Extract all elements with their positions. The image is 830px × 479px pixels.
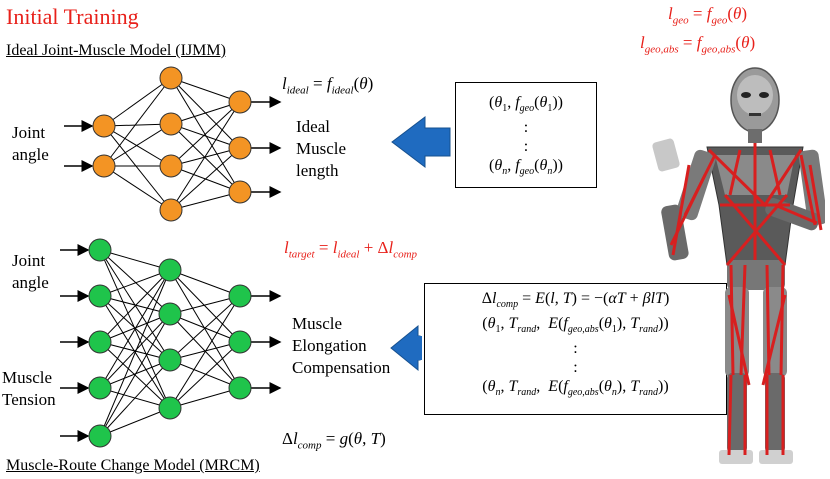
mrcm-connection [99,313,171,343]
ijmm-connection [103,125,172,211]
ijmm-node-layer-2 [159,154,183,178]
ijmm-equation: lideal = fideal(θ) [282,74,374,97]
ijmm-connection [170,123,241,193]
mrcm-node-layer-1 [88,424,112,448]
mrcm-node-layer-1 [88,376,112,400]
comp-box-formula: Δlcomp = E(l, T) = −(αT + βlT) [481,290,670,311]
mrcm-connection [99,249,171,271]
mrcm-connection [169,295,241,361]
ijmm-node-layer-1 [92,114,116,138]
mrcm-connection [169,295,241,409]
ijmm-connection [170,191,241,211]
mrcm-connection [99,313,171,437]
mrcm-connection [169,341,241,361]
ijmm-node-layer-3 [228,136,252,160]
ijmm-connection [103,123,172,167]
ijmm-network [64,66,282,222]
ijmm-connection [170,101,241,167]
ijmm-connection [103,165,172,211]
mrcm-connection [169,359,241,389]
mrcm-network [60,238,282,448]
ijmm-node-layer-2 [159,66,183,90]
mrcm-connection [99,359,171,437]
geo-box-dots-1: : [523,119,529,137]
geo-data-box: (θ1, fgeo(θ1)) : : (θn, fgeo(θn)) [455,82,597,188]
ijmm-connection [170,101,241,211]
ijmm-connection [103,77,172,127]
mrcm-connection [169,387,241,409]
mrcm-connection [99,269,171,437]
comp-arrow-body [412,336,422,360]
mrcm-connection [169,269,241,343]
mrcm-connection [99,407,171,437]
ijmm-title: Ideal Joint-Muscle Model (IJMM) [6,42,226,59]
ijmm-node-layer-2 [159,112,183,136]
mrcm-connection [99,313,171,389]
mrcm-node-layer-1 [88,284,112,308]
ijmm-node-layer-1 [92,154,116,178]
mrcm-connection [169,269,241,297]
mrcm-connection [169,295,241,315]
geo-to-ijmm-arrow [391,115,451,169]
robot-equation-geo: lgeo = fgeo(θ) [668,4,748,27]
mrcm-node-layer-1 [88,330,112,354]
diagram-title: Initial Training [6,4,139,29]
geo-box-dots-2: : [523,138,529,156]
mrcm-connection [99,269,171,389]
mrcm-node-layer-2 [158,348,182,372]
mrcm-node-layer-3 [228,376,252,400]
comp-box-line-1: (θ1, Trand, E(fgeo,abs(θ1), Trand)) [482,315,669,336]
robot-equation-geo-abs: lgeo,abs = fgeo,abs(θ) [640,33,756,56]
mrcm-equation: Δlcomp = g(θ, T) [282,429,386,452]
musculoskeletal-robot-image [652,67,825,464]
ijmm-connection [103,77,172,167]
ijmm-connection [170,123,241,149]
mrcm-connection [99,269,171,297]
comp-box-dots-2: : [573,359,578,377]
geo-box-line-n: (θn, fgeo(θn)) [489,157,563,178]
ijmm-connection [170,101,241,125]
ijmm-connection [170,147,241,211]
mrcm-node-layer-2 [158,258,182,282]
mrcm-connection [169,341,241,409]
ijmm-node-layer-3 [228,90,252,114]
mrcm-connection [99,269,171,343]
mrcm-node-layer-3 [228,330,252,354]
ijmm-connection [170,77,241,103]
ijmm-connection [170,147,241,167]
target-equation: ltarget = lideal + Δlcomp [284,238,418,261]
mrcm-connection [169,269,241,389]
mrcm-node-layer-1 [88,238,112,262]
ijmm-node-layer-3 [228,180,252,204]
ijmm-connection [103,125,172,167]
mrcm-node-layer-2 [158,396,182,420]
mrcm-title: Muscle-Route Change Model (MRCM) [6,457,260,474]
mrcm-node-layer-3 [228,284,252,308]
mrcm-connection [99,249,171,315]
mrcm-node-layer-2 [158,302,182,326]
ijmm-connection [170,77,241,193]
geo-box-line-1: (θ1, fgeo(θ1)) [489,94,563,115]
ijmm-node-layer-2 [159,198,183,222]
comp-box-dots-1: : [573,340,578,358]
mrcm-connection [99,295,171,315]
comp-box-line-n: (θn, Trand, E(fgeo,abs(θn), Trand)) [482,378,669,399]
